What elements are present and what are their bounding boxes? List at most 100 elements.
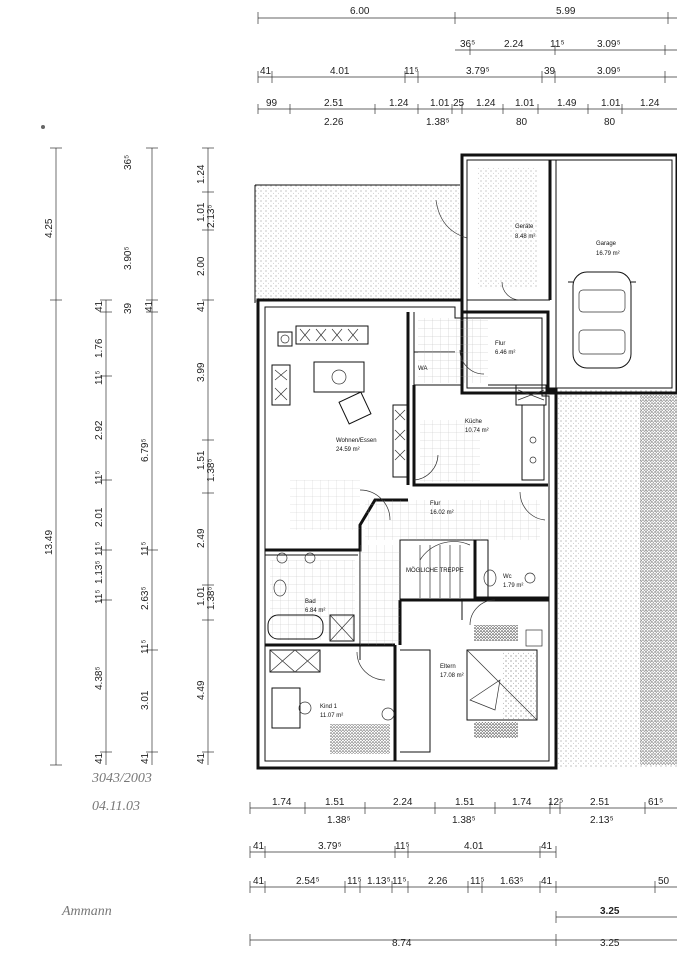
wa-label: WA: [418, 366, 427, 372]
dim-left-c2: 3.90⁵: [123, 246, 134, 270]
dim-top-2c: 11⁵: [550, 39, 565, 50]
dim-left-d4: 2.13⁵: [206, 204, 217, 228]
dim-left-c5: 11⁵: [140, 541, 151, 556]
dim-left-c10: 41: [144, 300, 155, 312]
dim-bot-1a: 1.74: [272, 797, 292, 808]
stairs-label: MÖGLICHE TREPPE: [406, 567, 464, 574]
dim-top-5c: 80: [516, 117, 528, 128]
car-icon: [568, 271, 636, 369]
dim-top-4i: 1.01: [601, 98, 621, 109]
eltern-furniture: [400, 625, 543, 753]
dim-left-d9: 2.49: [196, 528, 207, 548]
dim-left-d8: 1.38⁵: [206, 458, 217, 482]
garage-block: [435, 153, 677, 395]
dim-bot-3d: 4.01: [464, 841, 484, 852]
dim-bot-4b: 2.54⁵: [296, 876, 320, 887]
room-wc-name: Wc: [503, 574, 512, 580]
dim-bot-4i: 41: [541, 876, 553, 887]
dim-bot-6b: 3.25: [600, 938, 620, 949]
room-garage-area: 16.79 m²: [596, 251, 620, 257]
dim-left-c9: 41: [140, 752, 151, 764]
dim-bot-3e: 41: [541, 841, 553, 852]
dim-left-d11: 1.38⁵: [206, 586, 217, 610]
dim-top-3f: 3.09⁵: [597, 66, 621, 77]
kueche-furniture: WA: [418, 366, 547, 481]
dim-bot-1b: 1.51: [325, 797, 345, 808]
dim-left-b11: 41: [94, 752, 105, 764]
dim-left-b7: 11⁵: [94, 541, 105, 556]
room-kind1-area: 11.07 m²: [320, 713, 343, 719]
dim-left-b1: 41: [94, 300, 105, 312]
dim-left-c4: 6.79⁵: [140, 438, 151, 462]
bad-furniture: [267, 552, 355, 642]
dim-top-2a: 36⁵: [460, 39, 475, 50]
dim-top-3c: 11⁵: [404, 66, 419, 77]
dim-top-4j: 1.24: [640, 98, 660, 109]
room-garage-name: Garage: [596, 241, 617, 247]
dim-left-d6: 3.99: [196, 362, 207, 382]
dim-top-4a: 99: [266, 98, 278, 109]
room-geraete-area: 8.48 m²: [515, 234, 535, 240]
dim-bot-3c: 11⁵: [395, 841, 410, 852]
bottom-dimension-chain: 1.74 1.51 2.24 1.51 1.74 12⁵ 2.51 61⁵ 1.…: [249, 797, 677, 949]
dim-top-3e: 39: [544, 66, 556, 77]
dim-left-c8: 3.01: [140, 690, 151, 710]
dim-top-3a: 41: [260, 66, 272, 77]
terrace-area: [255, 185, 460, 303]
dim-top-4e: 25: [453, 98, 465, 109]
dim-left-b8: 1.13⁵: [94, 560, 105, 584]
dim-bot-1f: 12⁵: [548, 797, 563, 808]
dim-left-b9: 11⁵: [94, 589, 105, 604]
handwritten-notes: 3043/2003 04.11.03 Ammann: [41, 125, 152, 919]
dim-left-a2: 13.49: [44, 530, 55, 555]
dim-bot-1h: 61⁵: [648, 797, 663, 808]
dim-top-5a: 2.26: [324, 117, 344, 128]
dim-top-4f: 1.24: [476, 98, 496, 109]
dim-bot-1g: 2.51: [590, 797, 610, 808]
dim-top-4h: 1.49: [557, 98, 577, 109]
punch-mark: [41, 125, 45, 129]
room-eltern-area: 17.08 m²: [440, 673, 464, 679]
room-bad-name: Bad: [305, 599, 316, 605]
dim-bot-3b: 3.79⁵: [318, 841, 342, 852]
dim-left-d1: 41: [196, 300, 207, 312]
dim-left-d12: 4.49: [196, 680, 207, 700]
room-wohnen-area: 24.59 m²: [336, 447, 360, 453]
dim-bot-1e: 1.74: [512, 797, 532, 808]
dim-left-d2: 1.24: [196, 164, 207, 184]
dim-top-4g: 1.01: [515, 98, 535, 109]
dim-left-b5: 11⁵: [94, 470, 105, 485]
dim-top-1a: 6.00: [350, 6, 370, 17]
dim-bot-1c: 2.24: [393, 797, 413, 808]
dim-bot-6a: 8.74: [392, 938, 412, 949]
dim-bot-4g: 11⁵: [470, 876, 485, 887]
dim-bot-4h: 1.63⁵: [500, 876, 524, 887]
dim-left-b10: 4.38⁵: [94, 666, 105, 690]
dim-top-5b: 1.38⁵: [426, 117, 450, 128]
room-kueche-name: Küche: [465, 419, 483, 425]
dim-left-b4: 2.92: [94, 420, 105, 440]
room-eltern-name: Eltern: [440, 664, 456, 670]
dim-bot-2b: 1.38⁵: [452, 815, 476, 826]
drawing-date: 04.11.03: [92, 799, 140, 814]
house-outline: [256, 298, 558, 770]
doors: [356, 349, 546, 681]
dim-left-d10: 1.01: [196, 586, 207, 606]
room-bad-area: 6.84 m²: [305, 608, 325, 614]
dim-left-c3: 39: [123, 302, 134, 314]
dim-top-5d: 80: [604, 117, 616, 128]
dim-top-3b: 4.01: [330, 66, 350, 77]
kind1-furniture: [269, 649, 395, 754]
dim-bot-4e: 11⁵: [392, 876, 407, 887]
room-flur-name: Flur: [430, 501, 440, 507]
room-geraete-name: Geräte: [515, 224, 534, 230]
signature: Ammann: [61, 904, 112, 919]
dim-left-b2: 1.76: [94, 338, 105, 358]
top-dimension-chain: 6.00 5.99 36⁵ 2.24 11⁵ 3.09⁵ 41 4.01 11⁵…: [257, 6, 677, 128]
room-kueche-area: 10.74 m²: [465, 428, 489, 434]
room-flur-area: 16.02 m²: [430, 510, 454, 516]
dim-left-b6: 2.01: [94, 507, 105, 527]
dim-left-a1: 4.25: [44, 218, 55, 238]
dim-bot-4a: 41: [253, 876, 265, 887]
